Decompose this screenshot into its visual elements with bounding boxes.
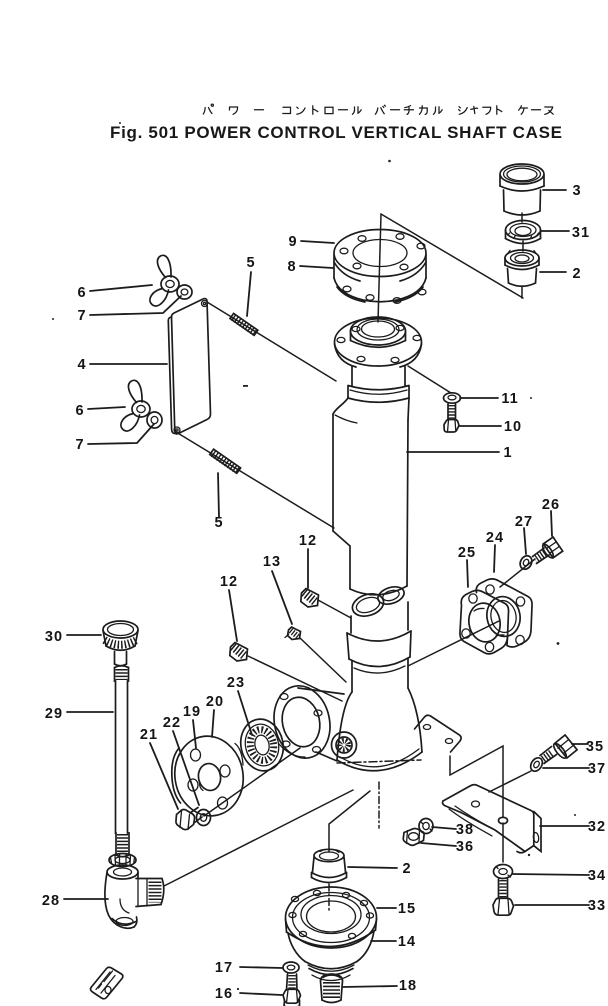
svg-text:16: 16: [215, 986, 233, 1002]
svg-text:6: 6: [75, 403, 84, 419]
svg-text:25: 25: [458, 545, 476, 561]
svg-text:15: 15: [398, 901, 416, 917]
svg-text:13: 13: [263, 554, 281, 570]
svg-text:22: 22: [163, 715, 181, 731]
svg-text:1: 1: [503, 445, 512, 461]
svg-text:38: 38: [456, 822, 474, 838]
svg-text:6: 6: [77, 285, 86, 301]
svg-text:11: 11: [501, 391, 518, 407]
svg-text:2: 2: [572, 266, 581, 282]
svg-text:8: 8: [287, 259, 296, 275]
svg-text:27: 27: [515, 514, 533, 530]
svg-text:9: 9: [288, 234, 297, 250]
svg-text:2: 2: [402, 861, 411, 877]
svg-text:30: 30: [45, 629, 63, 645]
svg-text:33: 33: [588, 898, 606, 914]
svg-text:4: 4: [77, 357, 86, 373]
svg-text:12: 12: [299, 533, 317, 549]
svg-text:18: 18: [399, 978, 417, 994]
svg-text:35: 35: [586, 739, 604, 755]
svg-text:29: 29: [45, 706, 63, 722]
svg-text:5: 5: [214, 515, 223, 531]
svg-text:34: 34: [588, 868, 606, 884]
svg-text:32: 32: [588, 819, 606, 835]
svg-text:5: 5: [246, 255, 255, 271]
svg-text:37: 37: [588, 761, 606, 777]
svg-text:19: 19: [183, 704, 201, 720]
svg-text:23: 23: [227, 675, 245, 691]
svg-text:21: 21: [140, 727, 158, 743]
svg-text:24: 24: [486, 530, 504, 546]
svg-text:31: 31: [572, 225, 590, 241]
svg-text:14: 14: [398, 934, 416, 950]
svg-text:36: 36: [456, 839, 474, 855]
svg-text:20: 20: [206, 694, 224, 710]
svg-text:12: 12: [220, 574, 238, 590]
svg-text:10: 10: [504, 419, 522, 435]
svg-text:3: 3: [572, 183, 581, 199]
svg-text:26: 26: [542, 497, 560, 513]
svg-text:17: 17: [215, 960, 233, 976]
svg-text:Fig. 501 POWER CONTROL VERTICA: Fig. 501 POWER CONTROL VERTICAL SHAFT CA…: [110, 123, 562, 142]
svg-text:7: 7: [77, 308, 86, 324]
svg-text:28: 28: [42, 893, 60, 909]
svg-text:7: 7: [75, 437, 84, 453]
